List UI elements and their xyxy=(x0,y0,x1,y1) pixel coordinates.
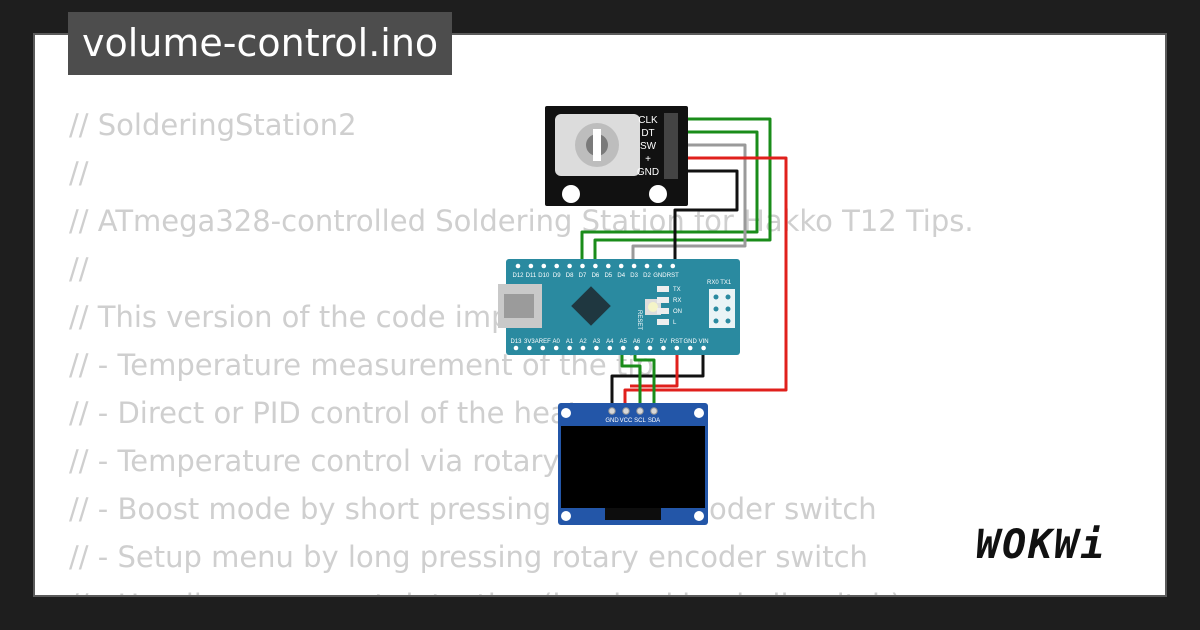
nano-top-pin-label: D4 xyxy=(617,273,625,279)
nano-pin-hole xyxy=(657,263,663,269)
nano-bottom-pin-label: 5V xyxy=(660,339,667,345)
nano-led-label: TX xyxy=(673,287,681,293)
oled-pin-label: GND xyxy=(605,418,619,424)
nano-bottom-pin-label: AREF xyxy=(535,339,551,345)
nano-pin-hole xyxy=(553,345,559,351)
nano-top-pin-label: D7 xyxy=(579,273,587,279)
nano-top-pin-label: D2 xyxy=(643,273,651,279)
oled-pin-hole xyxy=(636,407,644,415)
wire-oled-gnd xyxy=(610,343,705,411)
nano-top-pin-label: GND xyxy=(653,273,667,279)
nano-pin-hole xyxy=(687,345,693,351)
nano-led-label: ON xyxy=(673,309,682,315)
nano-pin-hole xyxy=(701,345,706,351)
wokwi-logo: WOKWi xyxy=(976,522,1107,568)
nano-pin-hole xyxy=(580,345,586,351)
nano-top-pin-label: D12 xyxy=(512,273,524,279)
nano-bottom-pin-label: D13 xyxy=(510,339,522,345)
nano-pin-hole xyxy=(644,263,650,269)
nano-bottom-pin-label: A3 xyxy=(593,339,601,345)
nano-top-pin-label: D11 xyxy=(526,273,537,279)
encoder-pin-label: + xyxy=(645,154,651,165)
nano-pin-hole xyxy=(661,345,666,351)
nano-bottom-pin-label: A0 xyxy=(553,339,561,345)
nano-bottom-pin-label: A2 xyxy=(579,339,587,345)
nano-pin-hole xyxy=(540,345,546,351)
nano-top-pin-label: D8 xyxy=(566,273,574,279)
code-line: // - Handle movement detection (by check… xyxy=(69,581,974,595)
nano-bottom-pin-label: A1 xyxy=(566,339,574,345)
code-line: // - Direct or PID control of the heater xyxy=(69,396,609,430)
oled-pin-label: SCL xyxy=(634,418,646,424)
oled-pin-label: SDA xyxy=(648,418,660,424)
nano-pin-hole xyxy=(607,345,613,351)
code-line: // ATmega328-controlled Soldering Statio… xyxy=(69,204,974,238)
nano-reset-label: RESET xyxy=(636,310,642,330)
nano-pin-hole xyxy=(567,345,572,351)
rotary-encoder[interactable]: CLK DT SW + GND xyxy=(545,106,688,206)
nano-pin-hole xyxy=(513,345,519,351)
nano-pin-hole xyxy=(634,345,639,351)
oled-pin-hole xyxy=(622,407,630,415)
nano-top-pin-label: RST xyxy=(667,273,679,279)
oled-pin-label: VCC xyxy=(620,418,633,424)
nano-pin-hole xyxy=(527,345,532,351)
nano-bottom-pin-label: 3V3 xyxy=(524,339,535,345)
nano-bottom-pin-label: A5 xyxy=(620,339,628,345)
nano-serial-label: RX0 TX1 xyxy=(707,280,732,286)
nano-pin-hole xyxy=(580,263,585,269)
wire-gnd-gnd xyxy=(673,169,739,271)
nano-pin-hole xyxy=(528,263,534,269)
nano-pin-hole xyxy=(674,345,680,351)
wire-dt-d8 xyxy=(580,130,759,271)
wire-vcc-5v xyxy=(623,156,788,411)
nano-top-pin-label: D3 xyxy=(630,273,638,279)
nano-pin-hole xyxy=(647,345,653,351)
code-line: // SolderingStation2 xyxy=(69,108,357,142)
nano-bottom-pin-label: RST xyxy=(671,339,683,345)
code-line: // - Setup menu by long pressing rotary … xyxy=(69,540,868,574)
encoder-pin-label: CLK xyxy=(638,115,658,126)
nano-bottom-pin-label: A7 xyxy=(646,339,654,345)
code-line: // - Boost mode by short pressing rotary… xyxy=(69,492,877,526)
nano-bottom-pin-label: VIN xyxy=(699,339,709,345)
nano-led-label: RX xyxy=(673,298,681,304)
encoder-pin-label: SW xyxy=(640,141,657,152)
code-listing: // SolderingStation2 // // ATmega328-contr… xyxy=(69,101,974,595)
encoder-pin-label: DT xyxy=(641,128,654,139)
code-line: // xyxy=(69,252,89,286)
nano-pin-hole xyxy=(554,263,559,269)
nano-top-pin-label: D9 xyxy=(553,273,561,279)
nano-pin-hole xyxy=(594,345,599,351)
nano-pin-hole xyxy=(618,263,624,269)
code-line: // xyxy=(69,156,89,190)
wires xyxy=(580,117,788,411)
nano-pin-hole xyxy=(670,263,676,269)
nano-top-pin-label: D10 xyxy=(538,273,550,279)
window-title: volume-control.ino xyxy=(68,12,453,75)
nano-bottom-pin-label: A4 xyxy=(606,339,614,345)
nano-pin-hole xyxy=(593,263,598,269)
wire-sw-d5 xyxy=(631,143,747,271)
nano-bottom-pin-label: GND xyxy=(684,339,698,345)
nano-pin-hole xyxy=(567,263,572,269)
oled-pin-hole xyxy=(608,407,616,415)
nano-pin-hole xyxy=(606,263,611,269)
encoder-pin-label: GND xyxy=(637,167,659,178)
nano-top-pin-label: D5 xyxy=(604,273,612,279)
nano-bottom-pin-label: A6 xyxy=(633,339,641,345)
nano-top-pin-label: D6 xyxy=(592,273,600,279)
wire-clk-d7 xyxy=(593,117,772,271)
nano-led-label: L xyxy=(673,320,677,326)
oled-pin-hole xyxy=(650,407,658,415)
wire-oled-5v xyxy=(630,343,679,388)
nano-pin-hole xyxy=(541,263,547,269)
nano-pin-hole xyxy=(631,263,637,269)
nano-pin-hole xyxy=(620,345,626,351)
nano-pin-hole xyxy=(515,263,521,269)
